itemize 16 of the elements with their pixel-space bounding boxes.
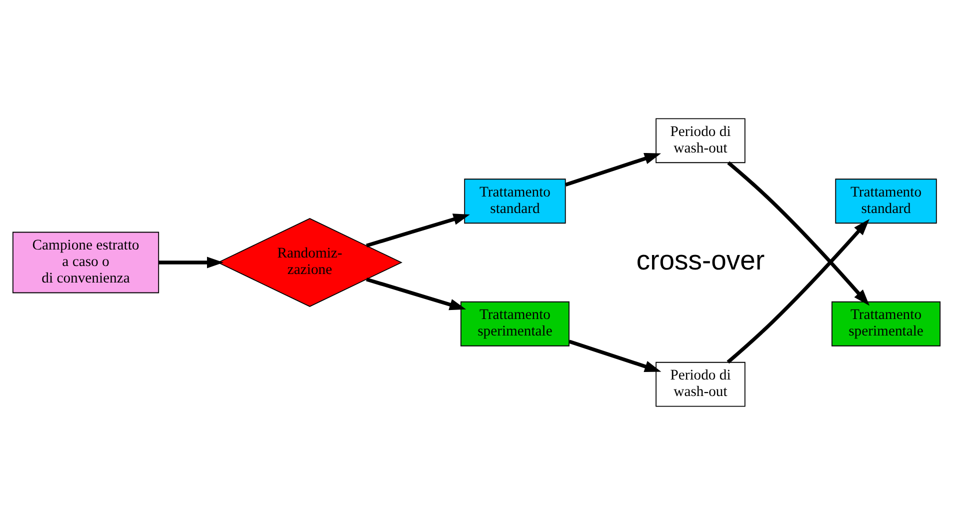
node-box: Trattamento standard: [835, 178, 937, 224]
node-box: Campione estratto a caso o di convenienza: [12, 231, 160, 293]
arrow: [727, 160, 870, 306]
label: cross-over: [636, 244, 765, 275]
node-box: Trattamento sperimentale: [832, 300, 941, 346]
arrow: [565, 152, 662, 186]
node-box: Periodo di wash-out: [656, 118, 746, 163]
arrow: [366, 277, 466, 310]
node-diamond: Randomiz- zazione: [217, 218, 402, 306]
arrow: [366, 213, 470, 247]
node-box: Trattamento standard: [464, 178, 566, 224]
arrow: [568, 339, 662, 372]
node-box: Trattamento sperimentale: [460, 300, 570, 346]
arrow: [158, 256, 224, 268]
node-box: Periodo di wash-out: [656, 361, 746, 406]
arrow: [726, 218, 870, 364]
